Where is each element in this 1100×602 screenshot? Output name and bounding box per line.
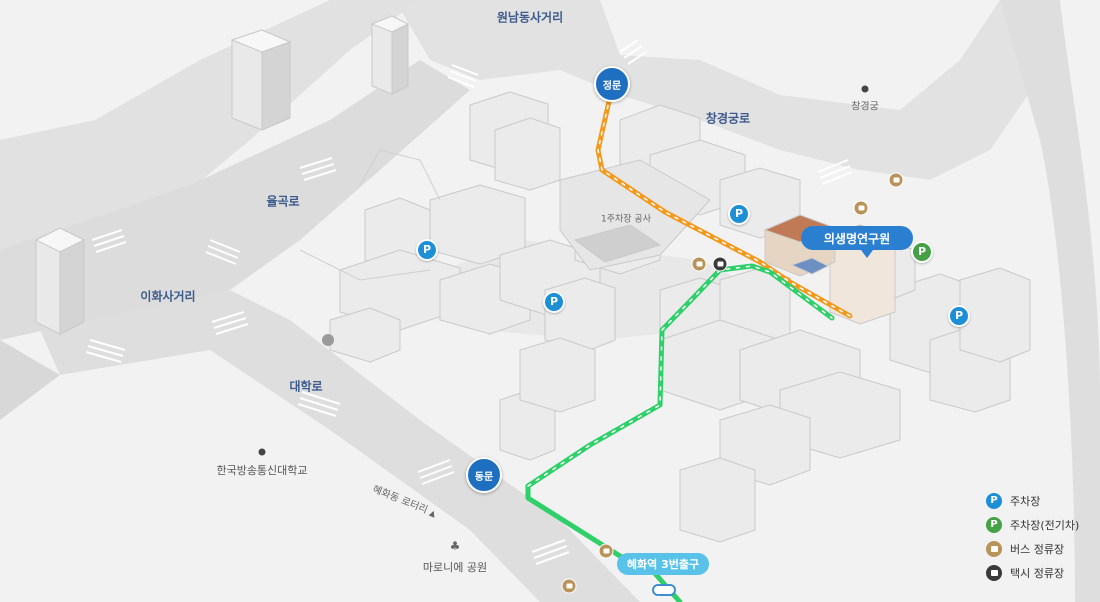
road-label-daehak-ro: 대학로 xyxy=(289,379,323,394)
bus-stop-icon[interactable] xyxy=(853,200,869,216)
legend-row-parking: P 주차장 xyxy=(986,489,1079,513)
place-label-knou: 한국방송통신대학교 xyxy=(216,464,308,477)
legend-label-bus: 버스 정류장 xyxy=(1010,543,1065,556)
bus-stop-icon xyxy=(986,541,1002,557)
parking-marker-1[interactable]: P xyxy=(416,239,438,261)
legend-row-parking-ev: P 주차장(전기차) xyxy=(986,513,1079,537)
trees xyxy=(322,334,334,346)
crosswalks xyxy=(85,39,853,565)
campus-paths xyxy=(299,149,441,281)
main-gate-marker[interactable]: 정문 xyxy=(594,66,630,102)
parking-icon: P xyxy=(986,493,1002,509)
place-label-changgyeonggung: 창경궁 xyxy=(851,101,879,113)
bus-stop-icon[interactable] xyxy=(888,172,904,188)
orange-route-dash xyxy=(597,87,851,317)
road-label-wonnam: 원남동사거리 xyxy=(496,10,564,25)
map-legend: P 주차장 P 주차장(전기차) 버스 정류장 택시 정류장 xyxy=(986,489,1079,585)
road-label-yulgok-ro: 율곡로 xyxy=(266,194,300,209)
bus-stop-icon[interactable] xyxy=(598,543,614,559)
place-label-parking-construction: 1주차장 공사 xyxy=(601,214,651,225)
parking-construction-site xyxy=(559,159,711,271)
subway-icon xyxy=(652,584,676,596)
taxi-stop-icon xyxy=(986,565,1002,581)
parking-marker-2[interactable]: P xyxy=(543,291,565,313)
place-label-marronnier-park: 마로니에 공원 xyxy=(422,561,488,574)
changgyeonggung-dot xyxy=(861,85,869,93)
hyehwa-station-exit-label[interactable]: 혜화역 3번출구 xyxy=(617,553,709,575)
tree-icon: ♣ xyxy=(449,539,461,553)
ev-parking-marker[interactable]: P xyxy=(911,241,933,263)
parking-marker-4[interactable]: P xyxy=(948,305,970,327)
legend-label-taxi: 택시 정류장 xyxy=(1010,567,1065,580)
taxi-stop-icon[interactable] xyxy=(712,256,728,272)
road-label-ihwa: 이화사거리 xyxy=(140,289,196,304)
bus-stop-icon[interactable] xyxy=(561,578,577,594)
road-label-changgyeonggung-ro: 창경궁로 xyxy=(705,111,751,126)
legend-label-parking-ev: 주차장(전기차) xyxy=(1010,519,1080,532)
legend-row-taxi: 택시 정류장 xyxy=(986,561,1079,585)
tower-top-small xyxy=(370,15,410,95)
tower-left xyxy=(34,227,86,335)
research-institute-callout[interactable]: 의생명연구원 xyxy=(801,226,913,258)
bus-stop-icon[interactable] xyxy=(691,256,707,272)
legend-label-parking: 주차장 xyxy=(1010,495,1041,508)
knou-dot xyxy=(258,448,266,456)
ev-parking-icon: P xyxy=(986,517,1002,533)
legend-row-bus: 버스 정류장 xyxy=(986,537,1079,561)
tower-upper-left xyxy=(230,29,292,131)
east-gate-marker[interactable]: 동문 xyxy=(466,457,502,493)
parking-marker-3[interactable]: P xyxy=(728,203,750,225)
